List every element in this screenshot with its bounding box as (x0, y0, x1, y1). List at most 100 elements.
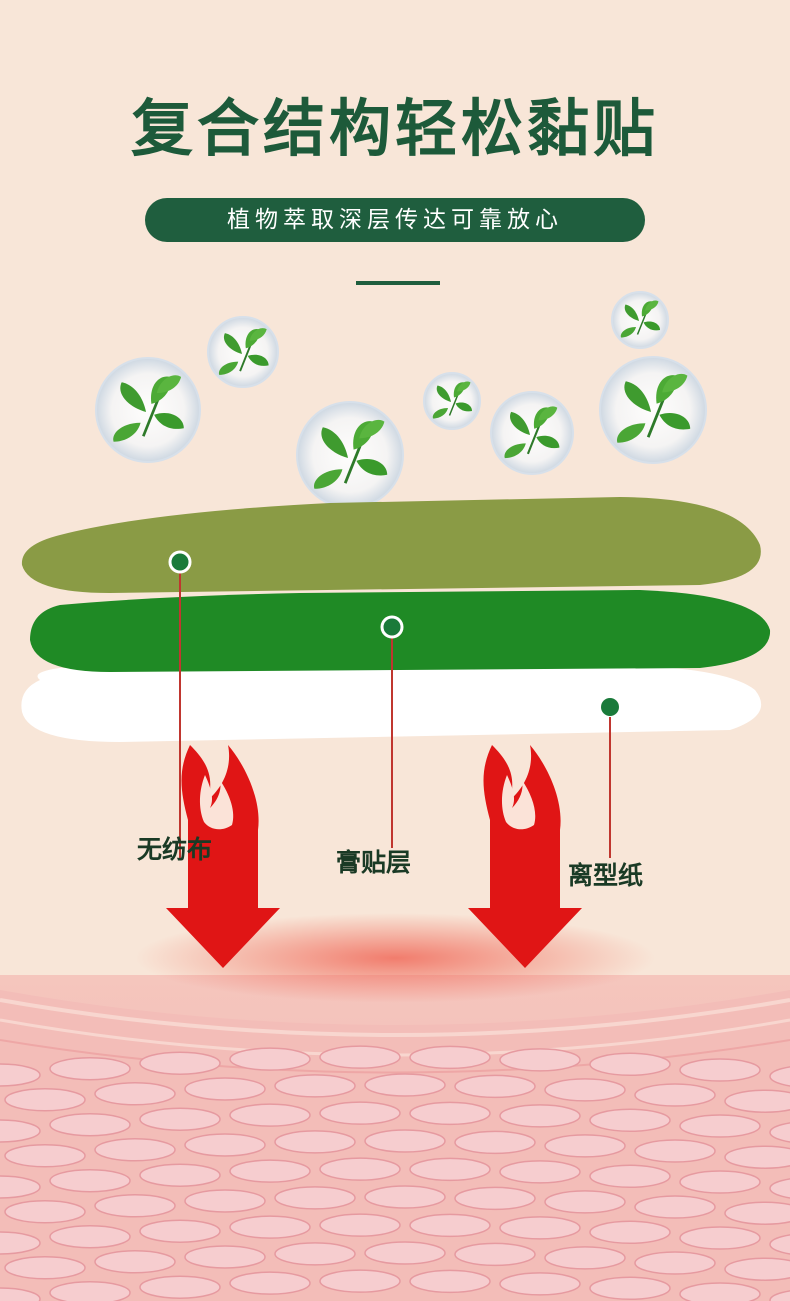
layer-label-nonwoven: 无纺布 (137, 835, 213, 864)
skin-cell (679, 1058, 761, 1082)
skin-cell (769, 1066, 790, 1087)
skin-cell (274, 1074, 356, 1098)
skin-cell (274, 1130, 356, 1154)
skin-cell (634, 1083, 716, 1107)
skin-cell (229, 1215, 311, 1239)
skin-cell (229, 1103, 311, 1127)
divider (356, 281, 440, 285)
skin-cell (229, 1159, 311, 1183)
skin-cell (499, 1104, 581, 1128)
skin-cell (409, 1045, 491, 1070)
skin-cell (679, 1282, 761, 1301)
skin-cell (544, 1078, 626, 1102)
callouts (168, 550, 619, 860)
skin-cell (454, 1186, 536, 1211)
skin-cell (4, 1256, 86, 1280)
skin-cell (94, 1082, 176, 1106)
skin-cell (454, 1242, 536, 1267)
skin-cell (319, 1213, 401, 1237)
skin-cell (184, 1077, 266, 1101)
skin-cell (679, 1170, 761, 1194)
skin-cell (454, 1130, 536, 1155)
skin-cell (589, 1108, 671, 1133)
skin-cell (49, 1280, 131, 1301)
skin-cell (139, 1107, 221, 1131)
skin-cell (49, 1224, 131, 1249)
skin-cell (274, 1242, 356, 1266)
skin-cell (0, 1063, 41, 1087)
skin-cell (229, 1271, 311, 1295)
skin-cell (769, 1290, 790, 1301)
skin-cell (364, 1073, 446, 1097)
skin-cell (769, 1122, 790, 1143)
skin-cell (319, 1269, 401, 1293)
skin-cell (409, 1269, 491, 1294)
skin-cell (139, 1219, 221, 1243)
arrow-down-icon (166, 880, 582, 968)
flame-icon (181, 745, 561, 900)
skin-cell (0, 1175, 41, 1199)
page-title: 复合结构轻松黏贴 (130, 92, 659, 165)
layer-label-release: 离型纸 (568, 861, 644, 890)
subtitle-badge: 植物萃取深层传达可靠放心 (145, 198, 645, 242)
skin-cell (679, 1114, 761, 1138)
skin-cell (49, 1168, 131, 1193)
skin-cell (409, 1157, 491, 1182)
skin-cell (634, 1195, 716, 1219)
skin-cell (364, 1241, 446, 1265)
skin-cell (589, 1220, 671, 1245)
skin-cell (0, 1231, 41, 1255)
skin-cell (364, 1185, 446, 1209)
skin-illustration (0, 913, 790, 1301)
skin-cell (94, 1250, 176, 1274)
skin-cell (4, 1200, 86, 1224)
skin-cell (409, 1101, 491, 1126)
skin-cell (589, 1164, 671, 1189)
marker-nonwoven (168, 550, 192, 574)
skin-cell (94, 1194, 176, 1218)
skin-cell (4, 1144, 86, 1168)
skin-cell (0, 1119, 41, 1143)
skin-cell (589, 1052, 671, 1077)
skin-cell (0, 1287, 41, 1301)
skin-cell (139, 1163, 221, 1187)
skin-cell (184, 1133, 266, 1157)
skin-cell (319, 1101, 401, 1125)
skin-cell (544, 1190, 626, 1214)
skin-cell (139, 1275, 221, 1299)
layer-olive (21, 497, 761, 593)
skin-cell (49, 1112, 131, 1137)
skin-cell (634, 1251, 716, 1275)
skin-cell (4, 1088, 86, 1112)
skin-cell (724, 1089, 790, 1113)
skin-cell (274, 1186, 356, 1210)
skin-cell (499, 1272, 581, 1296)
skin-cell (454, 1074, 536, 1099)
skin-cell (229, 1047, 311, 1071)
skin-cell (364, 1129, 446, 1153)
skin-cell (94, 1138, 176, 1162)
skin-cell (544, 1246, 626, 1270)
skin-cell (499, 1048, 581, 1072)
marker-release (601, 698, 619, 716)
skin-cell (184, 1189, 266, 1213)
skin-cell (769, 1178, 790, 1199)
skin-cell (724, 1145, 790, 1169)
skin-cell (499, 1216, 581, 1240)
skin-cell (544, 1134, 626, 1158)
skin-cell (49, 1056, 131, 1081)
skin-cell (139, 1051, 221, 1075)
herb-bubble-icon (95, 291, 707, 509)
skin-cell (634, 1139, 716, 1163)
skin-cell (319, 1157, 401, 1181)
skin-cell (409, 1213, 491, 1238)
skin-cell (724, 1257, 790, 1281)
skin-cell (319, 1045, 401, 1069)
marker-gel (380, 615, 404, 639)
skin-cell (679, 1226, 761, 1250)
skin-cell (499, 1160, 581, 1184)
skin-cell (589, 1276, 671, 1301)
skin-cell (184, 1245, 266, 1269)
skin-cell (769, 1234, 790, 1255)
